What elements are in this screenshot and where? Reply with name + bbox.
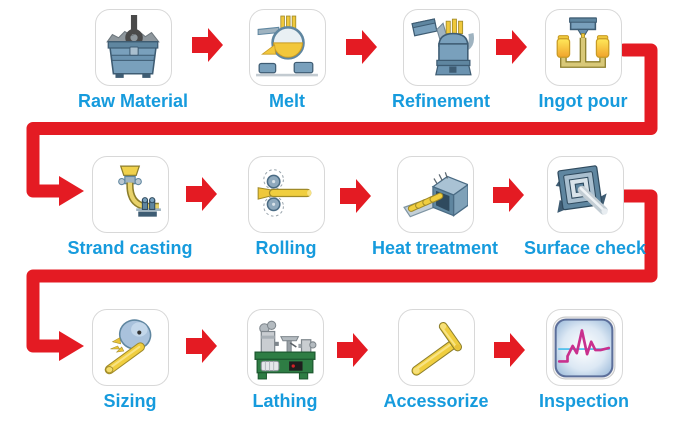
arrow-heat-treatment-to-surface-check xyxy=(493,178,524,212)
station-heat-treatment: Heat treatment xyxy=(355,156,515,259)
accessorize-icon xyxy=(397,309,475,386)
lathing-icon xyxy=(246,309,324,386)
strand-casting-icon xyxy=(91,156,169,233)
station-label: Melt xyxy=(269,91,305,111)
melt-icon xyxy=(248,9,326,86)
arrow-strand-casting-to-rolling xyxy=(186,177,217,211)
station-inspection: Inspection xyxy=(504,309,664,412)
station-accessorize: Accessorize xyxy=(356,309,516,412)
connector-row2-arrowhead xyxy=(59,331,84,361)
station-label: Lathing xyxy=(252,391,318,411)
station-refinement: Refinement xyxy=(361,9,521,112)
station-label: Accessorize xyxy=(383,391,489,411)
station-label: Strand casting xyxy=(67,238,193,258)
rolling-icon xyxy=(247,156,325,233)
arrow-melt-to-refinement xyxy=(346,30,377,64)
connector-row1-arrowhead xyxy=(59,176,84,206)
arrow-rolling-to-heat-treatment xyxy=(340,179,371,213)
connector-row1-to-row2 xyxy=(26,43,658,206)
station-lathing: Lathing xyxy=(205,309,365,412)
arrow-sizing-to-lathing xyxy=(186,329,217,363)
ingot-pour-icon xyxy=(544,9,622,86)
station-label: Ingot pour xyxy=(538,91,628,111)
station-label: Sizing xyxy=(103,391,157,411)
arrow-lathing-to-accessorize xyxy=(337,333,368,367)
station-label: Rolling xyxy=(255,238,317,258)
station-label: Refinement xyxy=(391,91,490,111)
inspection-icon xyxy=(545,309,623,386)
station-raw-material: Raw Material xyxy=(53,9,213,112)
station-sizing: Sizing xyxy=(50,309,210,412)
raw-material-icon xyxy=(94,9,172,86)
arrow-refinement-to-ingot-pour xyxy=(496,30,527,64)
station-label: Inspection xyxy=(538,391,629,411)
arrow-accessorize-to-inspection xyxy=(494,333,525,367)
station-label: Raw Material xyxy=(77,91,189,111)
heat-treatment-icon xyxy=(396,156,474,233)
station-rolling: Rolling xyxy=(206,156,366,259)
station-melt: Melt xyxy=(207,9,367,112)
connector-row2-to-row3 xyxy=(26,189,658,361)
refinement-icon xyxy=(402,9,480,86)
station-label: Surface check xyxy=(523,238,647,258)
station-ingot-pour: Ingot pour xyxy=(503,9,663,112)
station-strand-casting: Strand casting xyxy=(50,156,210,259)
surface-check-icon xyxy=(546,156,624,233)
station-label: Heat treatment xyxy=(371,238,499,258)
station-surface-check: Surface check xyxy=(505,156,665,259)
arrow-raw-material-to-melt xyxy=(192,28,223,62)
sizing-icon xyxy=(91,309,169,386)
